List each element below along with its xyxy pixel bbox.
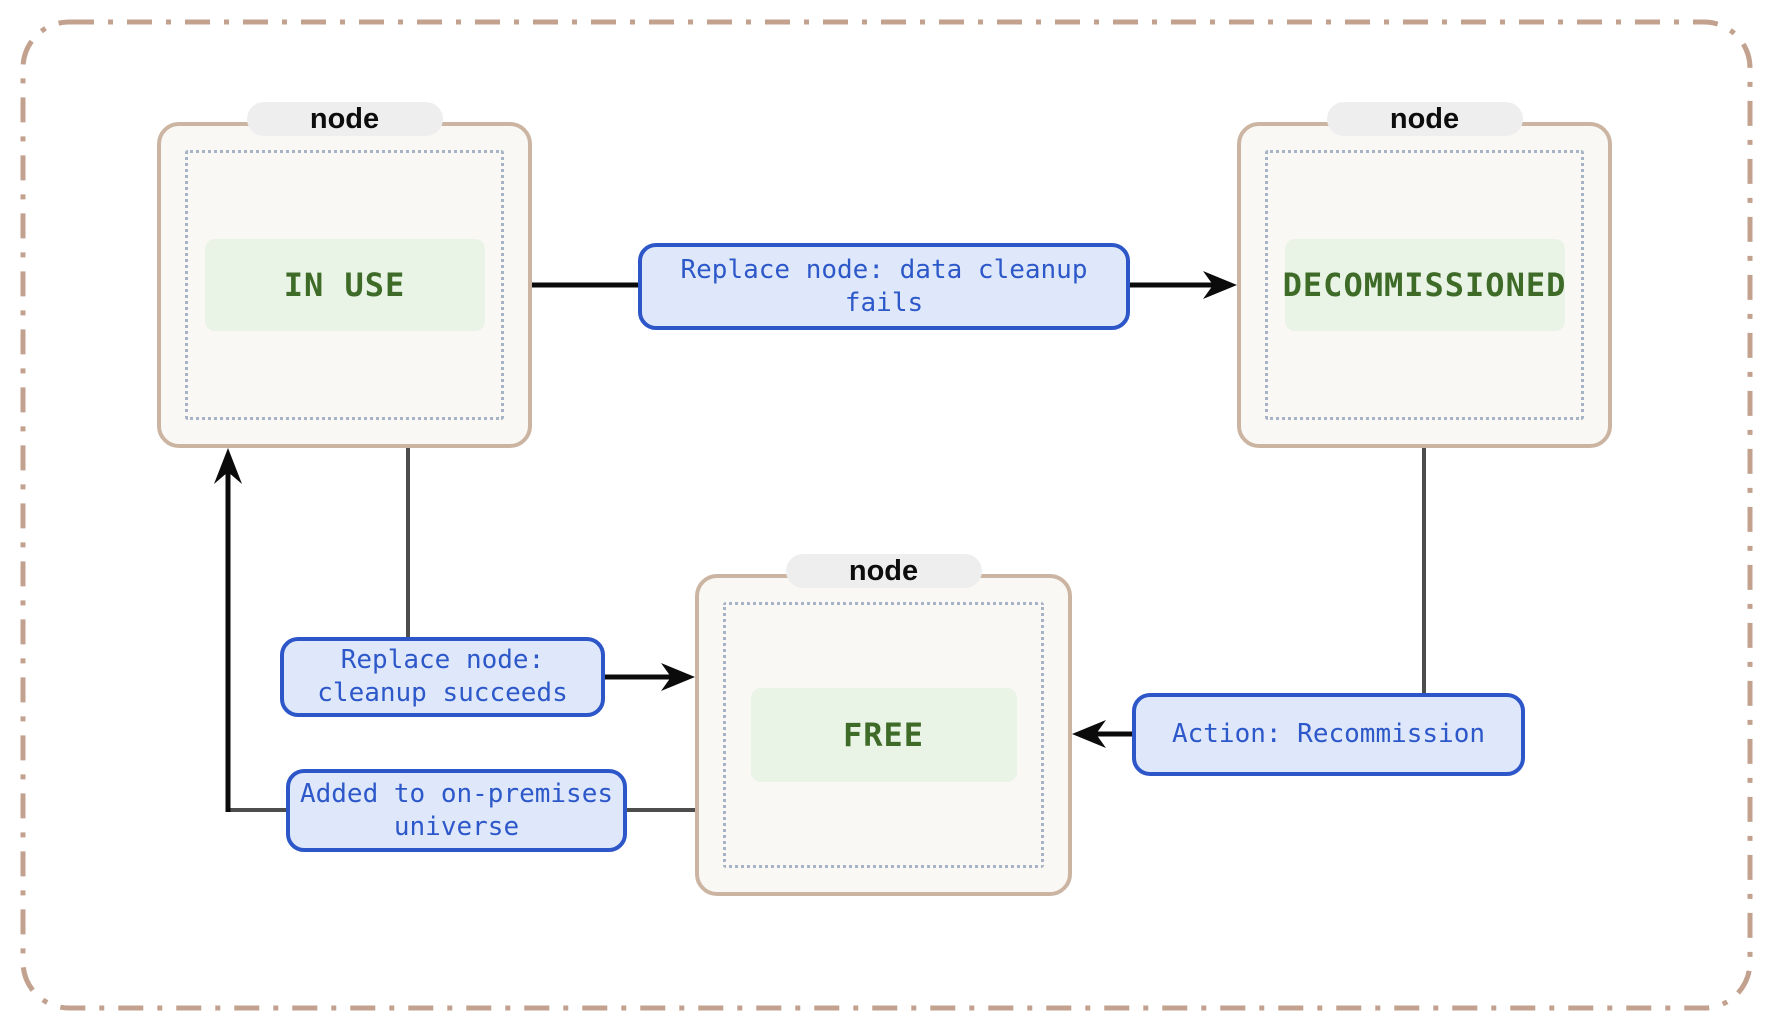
arrowhead-into-free-left — [661, 663, 695, 691]
inner-dotted-border — [723, 602, 1044, 868]
outer-dashed-border — [20, 19, 1753, 1011]
inner-dotted-border — [1265, 150, 1584, 420]
inner-dotted-border — [185, 150, 504, 420]
node-tab: node — [785, 554, 982, 588]
node-tab-label: node — [848, 554, 919, 587]
edge-label-action-recommission: Action: Recommission — [1132, 693, 1525, 776]
edge-label-replace-node-cleanup-succeeds: Replace node: cleanup succeeds — [280, 637, 605, 717]
state-label-decommissioned: DECOMMISSIONED — [1283, 239, 1565, 331]
node-tab: node — [1326, 102, 1523, 136]
state-label-in-use: IN USE — [204, 239, 485, 331]
node-tab-label: node — [1389, 102, 1460, 135]
node-tab-label: node — [309, 102, 380, 135]
node-box-in-use: node IN USE — [157, 102, 532, 448]
node-box-decommissioned: node DECOMMISSIONED — [1237, 102, 1612, 448]
node-box-free: node FREE — [695, 554, 1072, 896]
state-label-free: FREE — [750, 688, 1017, 782]
edge-label-replace-node-data-cleanup-fails: Replace node: data cleanup fails — [638, 243, 1130, 330]
arrowhead-into-free-right — [1072, 720, 1106, 748]
node-tab: node — [246, 102, 443, 136]
arrowhead-into-decommissioned — [1203, 271, 1237, 299]
arrowhead-into-inuse-bottom — [214, 448, 242, 484]
edge-label-added-to-on-premises-universe: Added to on-premises universe — [286, 769, 627, 852]
